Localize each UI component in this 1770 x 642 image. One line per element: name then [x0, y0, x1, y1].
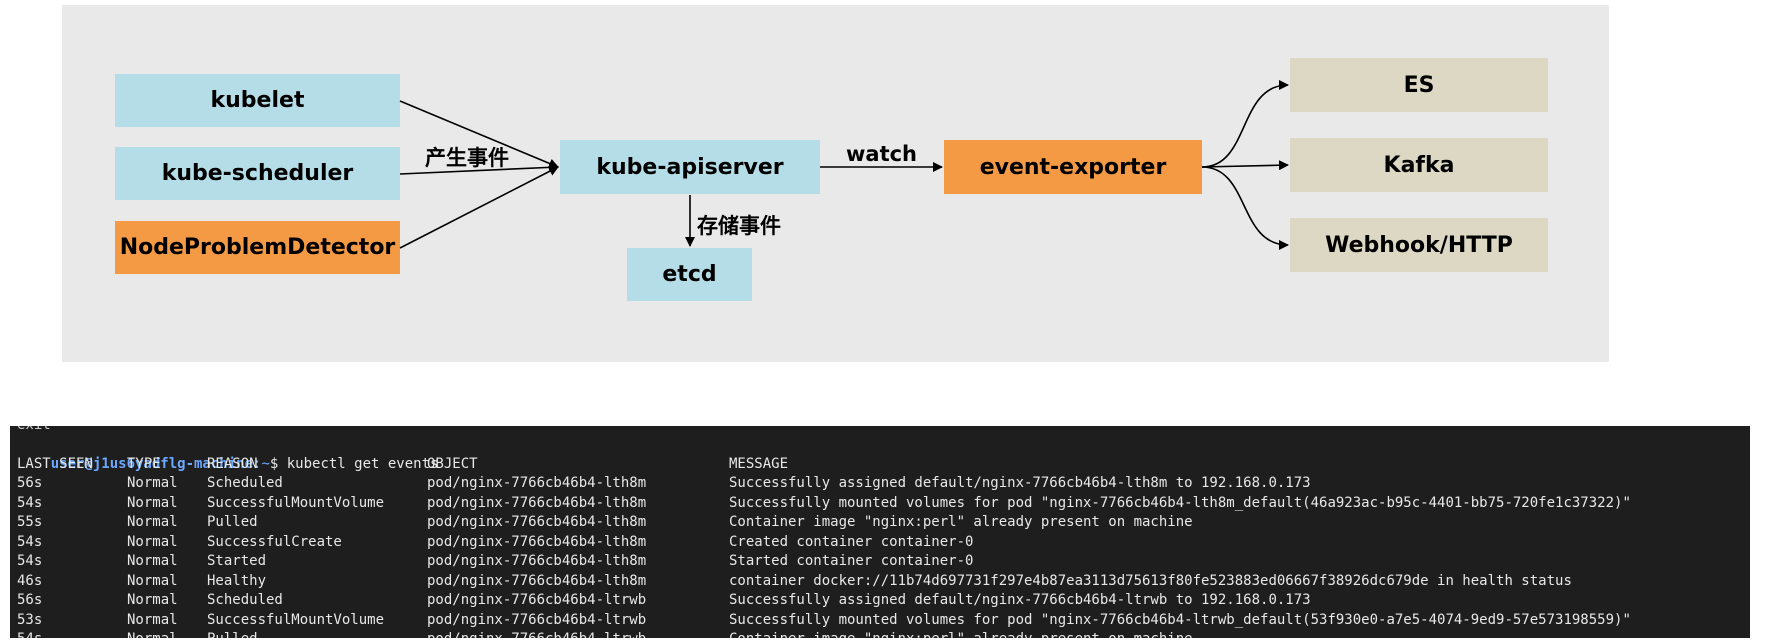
- row-reason: Pulled: [207, 514, 258, 530]
- row-reason: Healthy: [207, 572, 267, 589]
- event-row: 54s Normal SuccessfulCreate pod/nginx-7766c…: [17, 533, 1747, 553]
- architecture-diagram: kubelet kube-scheduler NodeProblemDetect…: [62, 5, 1609, 362]
- row-last-seen: 56s: [17, 475, 43, 491]
- header-object: OBJECT: [427, 455, 478, 472]
- node-event-exporter: event-exporter: [944, 140, 1202, 194]
- row-reason: SuccessfulCreate: [207, 533, 342, 550]
- event-row: 54s Normal Started pod/nginx-7766cb46b4-lth…: [17, 552, 1747, 572]
- row-last-seen: 54s: [17, 553, 43, 569]
- row-message: Successfully assigned default/nginx-7766…: [729, 592, 1311, 608]
- row-object: pod/nginx-7766cb46b4-lth8m: [427, 494, 647, 511]
- event-row: 54s Normal SuccessfulMountVolume pod/nginx-…: [17, 494, 1747, 514]
- row-reason: SuccessfulMountVolume: [207, 494, 385, 511]
- event-row: 55s Normal Pulled pod/nginx-7766cb46b4-lth8…: [17, 513, 1747, 533]
- row-message: Container image "nginx:perl" already pre…: [729, 630, 1193, 638]
- row-last-seen: 53s: [17, 611, 43, 628]
- row-reason: Pulled: [207, 630, 258, 638]
- row-object: pod/nginx-7766cb46b4-lth8m: [427, 514, 647, 530]
- edge-label-store-events: 存储事件: [697, 214, 781, 238]
- row-reason: SuccessfulMountVolume: [207, 611, 385, 628]
- row-last-seen: 46s: [17, 572, 43, 589]
- row-last-seen: 54s: [17, 494, 43, 511]
- row-reason: Scheduled: [207, 475, 283, 491]
- header-reason: REASON: [207, 455, 258, 472]
- terminal-prompt-line: user@j1us6yadflg-machine:~$ kubectl get …: [17, 435, 439, 472]
- event-row: 54s Normal Pulled pod/nginx-7766cb46b4-ltrw…: [17, 630, 1747, 638]
- row-reason: Scheduled: [207, 592, 283, 608]
- row-message: Successfully mounted volumes for pod "ng…: [729, 611, 1631, 628]
- row-message: Started container container-0: [729, 553, 974, 569]
- node-es: ES: [1290, 58, 1548, 112]
- prompt-command: kubectl get events: [286, 455, 439, 472]
- row-last-seen: 56s: [17, 592, 43, 608]
- node-kube-apiserver: kube-apiserver: [560, 140, 820, 194]
- row-type: Normal: [127, 494, 178, 511]
- edge-label-produce-events: 产生事件: [425, 146, 509, 170]
- row-message: Created container container-0: [729, 533, 974, 550]
- node-node-problem-detector: NodeProblemDetector: [115, 221, 400, 274]
- row-type: Normal: [127, 514, 178, 530]
- row-object: pod/nginx-7766cb46b4-ltrwb: [427, 630, 646, 638]
- node-kube-scheduler: kube-scheduler: [115, 147, 400, 200]
- prompt-symbol: $: [269, 455, 287, 472]
- row-reason: Started: [207, 553, 267, 569]
- row-type: Normal: [127, 553, 178, 569]
- row-object: pod/nginx-7766cb46b4-ltrwb: [427, 592, 647, 608]
- row-message: Successfully mounted volumes for pod "ng…: [729, 494, 1631, 511]
- row-object: pod/nginx-7766cb46b4-ltrwb: [427, 611, 647, 628]
- row-type: Normal: [127, 630, 178, 638]
- row-message: Container image "nginx:perl" already pre…: [729, 514, 1193, 530]
- header-last-seen: LAST SEEN: [17, 455, 93, 472]
- event-row: 56s Normal Scheduled pod/nginx-7766cb46b4-l…: [17, 474, 1747, 494]
- row-object: pod/nginx-7766cb46b4-lth8m: [427, 533, 647, 550]
- edge-label-watch: watch: [846, 142, 918, 166]
- event-row: 53s Normal SuccessfulMountVolume pod/nginx-…: [17, 611, 1747, 631]
- node-kafka: Kafka: [1290, 138, 1548, 192]
- row-object: pod/nginx-7766cb46b4-lth8m: [427, 553, 647, 569]
- event-row: 56s Normal Scheduled pod/nginx-7766cb46b4-l…: [17, 591, 1747, 611]
- node-kubelet: kubelet: [115, 74, 400, 127]
- row-message: Successfully assigned default/nginx-7766…: [729, 475, 1311, 491]
- row-type: Normal: [127, 475, 178, 491]
- row-type: Normal: [127, 611, 178, 628]
- node-webhook-http: Webhook/HTTP: [1290, 218, 1548, 272]
- row-last-seen: 54s: [17, 630, 42, 638]
- row-object: pod/nginx-7766cb46b4-lth8m: [427, 475, 647, 491]
- row-last-seen: 54s: [17, 533, 43, 550]
- event-row: 46s Normal Healthy pod/nginx-7766cb46b4-lth…: [17, 572, 1747, 592]
- terminal-prev-line: exit: [17, 426, 51, 436]
- row-type: Normal: [127, 533, 178, 550]
- terminal-window: exit user@j1us6yadflg-machine:~$ kubectl…: [10, 426, 1750, 638]
- header-message: MESSAGE: [729, 455, 789, 472]
- row-type: Normal: [127, 592, 178, 608]
- row-message: container docker://11b74d697731f297e4b87…: [729, 572, 1572, 589]
- node-etcd: etcd: [627, 248, 752, 301]
- prompt-path: :~: [253, 455, 270, 472]
- row-object: pod/nginx-7766cb46b4-lth8m: [427, 572, 647, 589]
- row-last-seen: 55s: [17, 514, 43, 530]
- events-table-header: LAST SEEN TYPE REASON OBJECT MESSAGE: [17, 455, 1747, 475]
- prompt-user: user@j1us6yadflg-machine: [50, 455, 254, 472]
- header-type: TYPE: [127, 455, 161, 472]
- row-type: Normal: [127, 572, 178, 589]
